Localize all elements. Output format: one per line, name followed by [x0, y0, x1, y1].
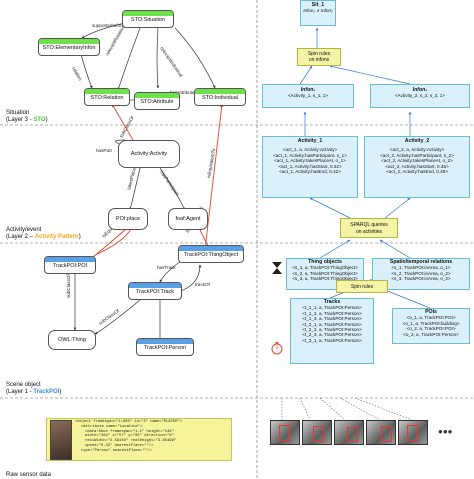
node-foaf-agent[interactable]: foaf:Agent [168, 208, 208, 230]
label-relevant-individual: relevantIndividual [159, 46, 184, 78]
label-has-participant: hasParticipant [159, 170, 180, 197]
edge-has-attribute [156, 27, 160, 89]
arrow-sparql-to-act2 [384, 197, 411, 219]
tracks-box: Tracks <t_1_1, a, TrackPOI:Person> <t_1_… [290, 298, 374, 364]
sit-box: Sit_1 Infon₁ ∧ Infon₂ [300, 0, 336, 26]
hourglass-icon [272, 262, 282, 274]
edge-equiv-poi-place [91, 229, 126, 259]
arrow-sparql-to-act1 [309, 197, 351, 219]
edge-relevant-relation [117, 27, 141, 91]
label-relevant-relation: relevantRelation [105, 25, 126, 57]
node-sto-individual[interactable]: STO:Individual [194, 88, 246, 106]
edge-has-participant [159, 167, 186, 211]
dotted-link [319, 397, 346, 421]
raw-xml-box: <object framespan="1:903" id="3" name="P… [46, 418, 232, 461]
arrow-pois-to-spin [384, 289, 431, 309]
edge-subclass-track [94, 299, 141, 335]
label-takes-place-at: takesPlaceAt [126, 162, 138, 190]
node-owl-thing[interactable]: OWL:Thing [48, 330, 96, 350]
node-sto-elementary-infon[interactable]: STO:ElementaryInfon [38, 38, 100, 56]
layer-label-situation: Situation (Layer 3 - STO) [6, 110, 48, 123]
spin-rules-box: Spin rules [336, 280, 388, 293]
activity2-box: Activity_2 <act_2, a, Activity:Activity>… [364, 136, 470, 198]
video-frame [334, 420, 364, 445]
sparql-box: SPARQL queries on activities [340, 218, 398, 238]
arrow-thing-to-sparql [319, 239, 351, 259]
node-trackpoi-poi[interactable]: TrackPOI:POI [44, 256, 96, 274]
pois-box: POIs <o_1, a, TrackPOI:POI> <o_1, a, Tra… [392, 308, 470, 344]
video-frame [302, 420, 332, 445]
edge-equiv-individual [204, 103, 224, 251]
edge-takes-place-at [129, 167, 141, 211]
label-relation: relation [71, 66, 83, 82]
node-activity-activity[interactable]: Activity:Activity [118, 140, 180, 168]
stopwatch-icon [271, 342, 283, 355]
label-has-track: hasTrack [157, 265, 176, 270]
label-has-part: hasPart [96, 148, 113, 153]
infon2-box: Infon₂ <Activity_2, s_2, s_3, 1> [370, 84, 470, 108]
label-is-equivalent-to: isEquivalentTo [206, 148, 216, 178]
label-subclass-of-2: subClassOf [66, 274, 71, 298]
label-has-attribute: hasAttribute [170, 90, 195, 95]
node-trackpoi-track[interactable]: TrackPOI:Track [128, 282, 182, 300]
video-frame [270, 420, 300, 445]
arrow-spatio-to-sparql [379, 239, 411, 259]
arrow-infon2-to-spin [329, 65, 411, 85]
player-thumbnail [50, 420, 72, 460]
layer-label-raw: Raw sensor data [6, 472, 52, 478]
edge-relevant-individual [174, 27, 216, 89]
label-supported-infon: supportedInfon [92, 23, 123, 28]
label-subclass-of: subClassOf [119, 115, 136, 139]
dotted-link [299, 397, 311, 421]
label-track-of: trackOf [195, 282, 211, 287]
label-subclass-of-3: subClassOf [98, 308, 121, 326]
dotted-link [354, 397, 413, 421]
infon1-box: Infon₁ <Activity_1, s_1, 1> [262, 84, 354, 108]
node-sto-situation[interactable]: STO:Situation [122, 10, 174, 28]
node-trackpoi-thing-object[interactable]: TrackPOI:ThingObject [178, 245, 244, 263]
video-frame [398, 420, 428, 445]
ellipsis: ●●● [438, 427, 453, 436]
node-poi-place[interactable]: POI:place [108, 208, 148, 230]
spin-infons-box: Spin rules on infons [297, 48, 341, 66]
node-trackpoi-person[interactable]: TrackPOI:Person [136, 338, 194, 356]
layer-label-scene: Scene object (Layer 1 - TrackPOI) [6, 382, 62, 395]
node-sto-attribute[interactable]: STO:Attribute [134, 92, 180, 110]
layer-label-activity: Activity/event (Layer 2 – Activity Patte… [6, 227, 81, 240]
dotted-link [339, 397, 381, 421]
spatio-box: Spatio/temporal relations <s_1, TrackPOI… [372, 258, 470, 290]
node-sto-relation[interactable]: STO:Relation [84, 88, 130, 106]
arrow-infon1-to-spin [299, 65, 313, 85]
video-frame [366, 420, 396, 445]
activity1-box: Activity_1 <act_1, a, Activity:Activity>… [262, 136, 358, 198]
